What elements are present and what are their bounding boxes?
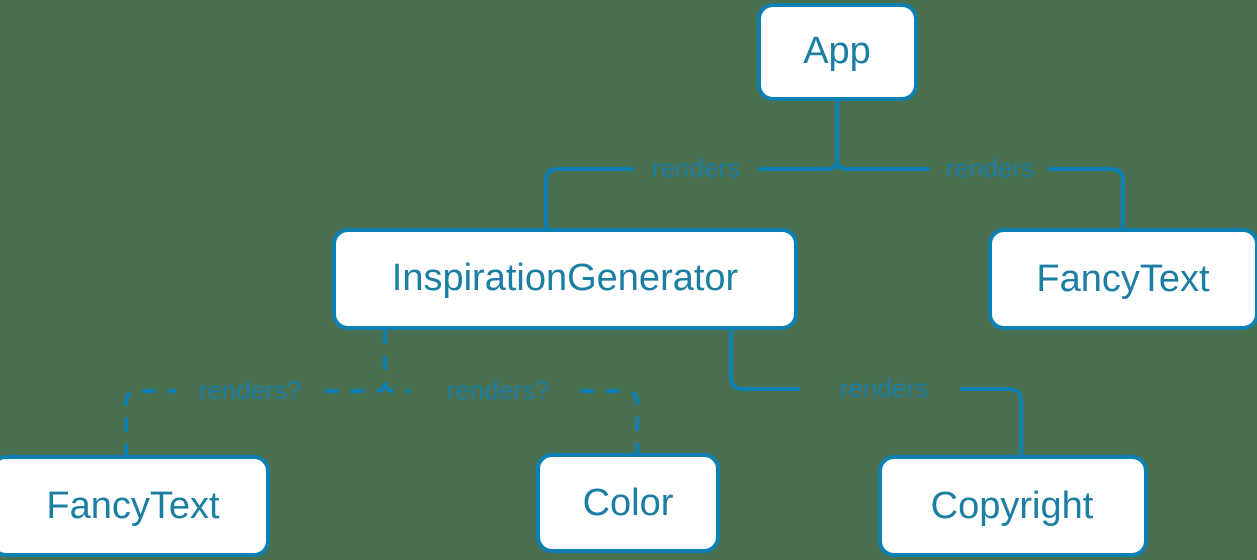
node-app-label: App xyxy=(803,30,871,72)
node-fancytext-bottom[interactable]: FancyText xyxy=(0,455,270,557)
edge-label-backer-2 xyxy=(930,153,1048,185)
edge-app-to-fancytext-top xyxy=(1040,167,1125,228)
edge-app-to-inspirationgenerator xyxy=(544,167,640,228)
edge-label-backer-4 xyxy=(424,375,572,407)
edge-label-inspirationgenerator-fancytext: renders? xyxy=(199,375,302,405)
edge-inspirationgenerator-to-copyright-2 xyxy=(960,387,1023,455)
edge-label-inspirationgenerator-color: renders? xyxy=(447,375,550,405)
edge-label-backer-5 xyxy=(822,373,946,405)
edge-inspirationgenerator-dashed-stem xyxy=(318,330,387,393)
edge-app-stem-right xyxy=(835,159,945,171)
node-fancytext-bottom-label: FancyText xyxy=(46,485,220,527)
edge-inspirationgenerator-to-fancytext-bottom xyxy=(124,389,182,455)
edge-label-inspirationgenerator-copyright: renders xyxy=(840,373,928,403)
node-copyright-box xyxy=(878,455,1148,557)
node-fancytext-top[interactable]: FancyText xyxy=(988,228,1257,330)
edge-label-app-fancytext: renders xyxy=(946,153,1034,183)
node-app-box xyxy=(757,3,918,101)
node-app[interactable]: App xyxy=(757,3,918,101)
node-inspirationgenerator[interactable]: InspirationGenerator xyxy=(332,228,798,330)
node-fancytext-bottom-box xyxy=(0,455,270,557)
edge-inspirationgenerator-to-color-2 xyxy=(580,389,639,455)
node-copyright-label: Copyright xyxy=(931,485,1094,527)
node-fancytext-top-label: FancyText xyxy=(1036,258,1210,300)
edge-inspirationgenerator-to-copyright xyxy=(729,330,800,391)
node-color-box xyxy=(536,453,720,553)
node-inspirationgenerator-box xyxy=(332,228,798,330)
edge-label-app-inspirationgenerator: renders xyxy=(652,153,740,183)
node-fancytext-top-box xyxy=(988,228,1257,330)
edge-label-backer-1 xyxy=(634,153,758,185)
node-color-label: Color xyxy=(583,482,674,524)
node-inspirationgenerator-label: InspirationGenerator xyxy=(392,257,739,299)
edge-label-backer-3 xyxy=(176,375,324,407)
node-color[interactable]: Color xyxy=(536,453,720,553)
edge-inspirationgenerator-dashed-stem-right xyxy=(383,381,410,393)
node-copyright[interactable]: Copyright xyxy=(878,455,1148,557)
